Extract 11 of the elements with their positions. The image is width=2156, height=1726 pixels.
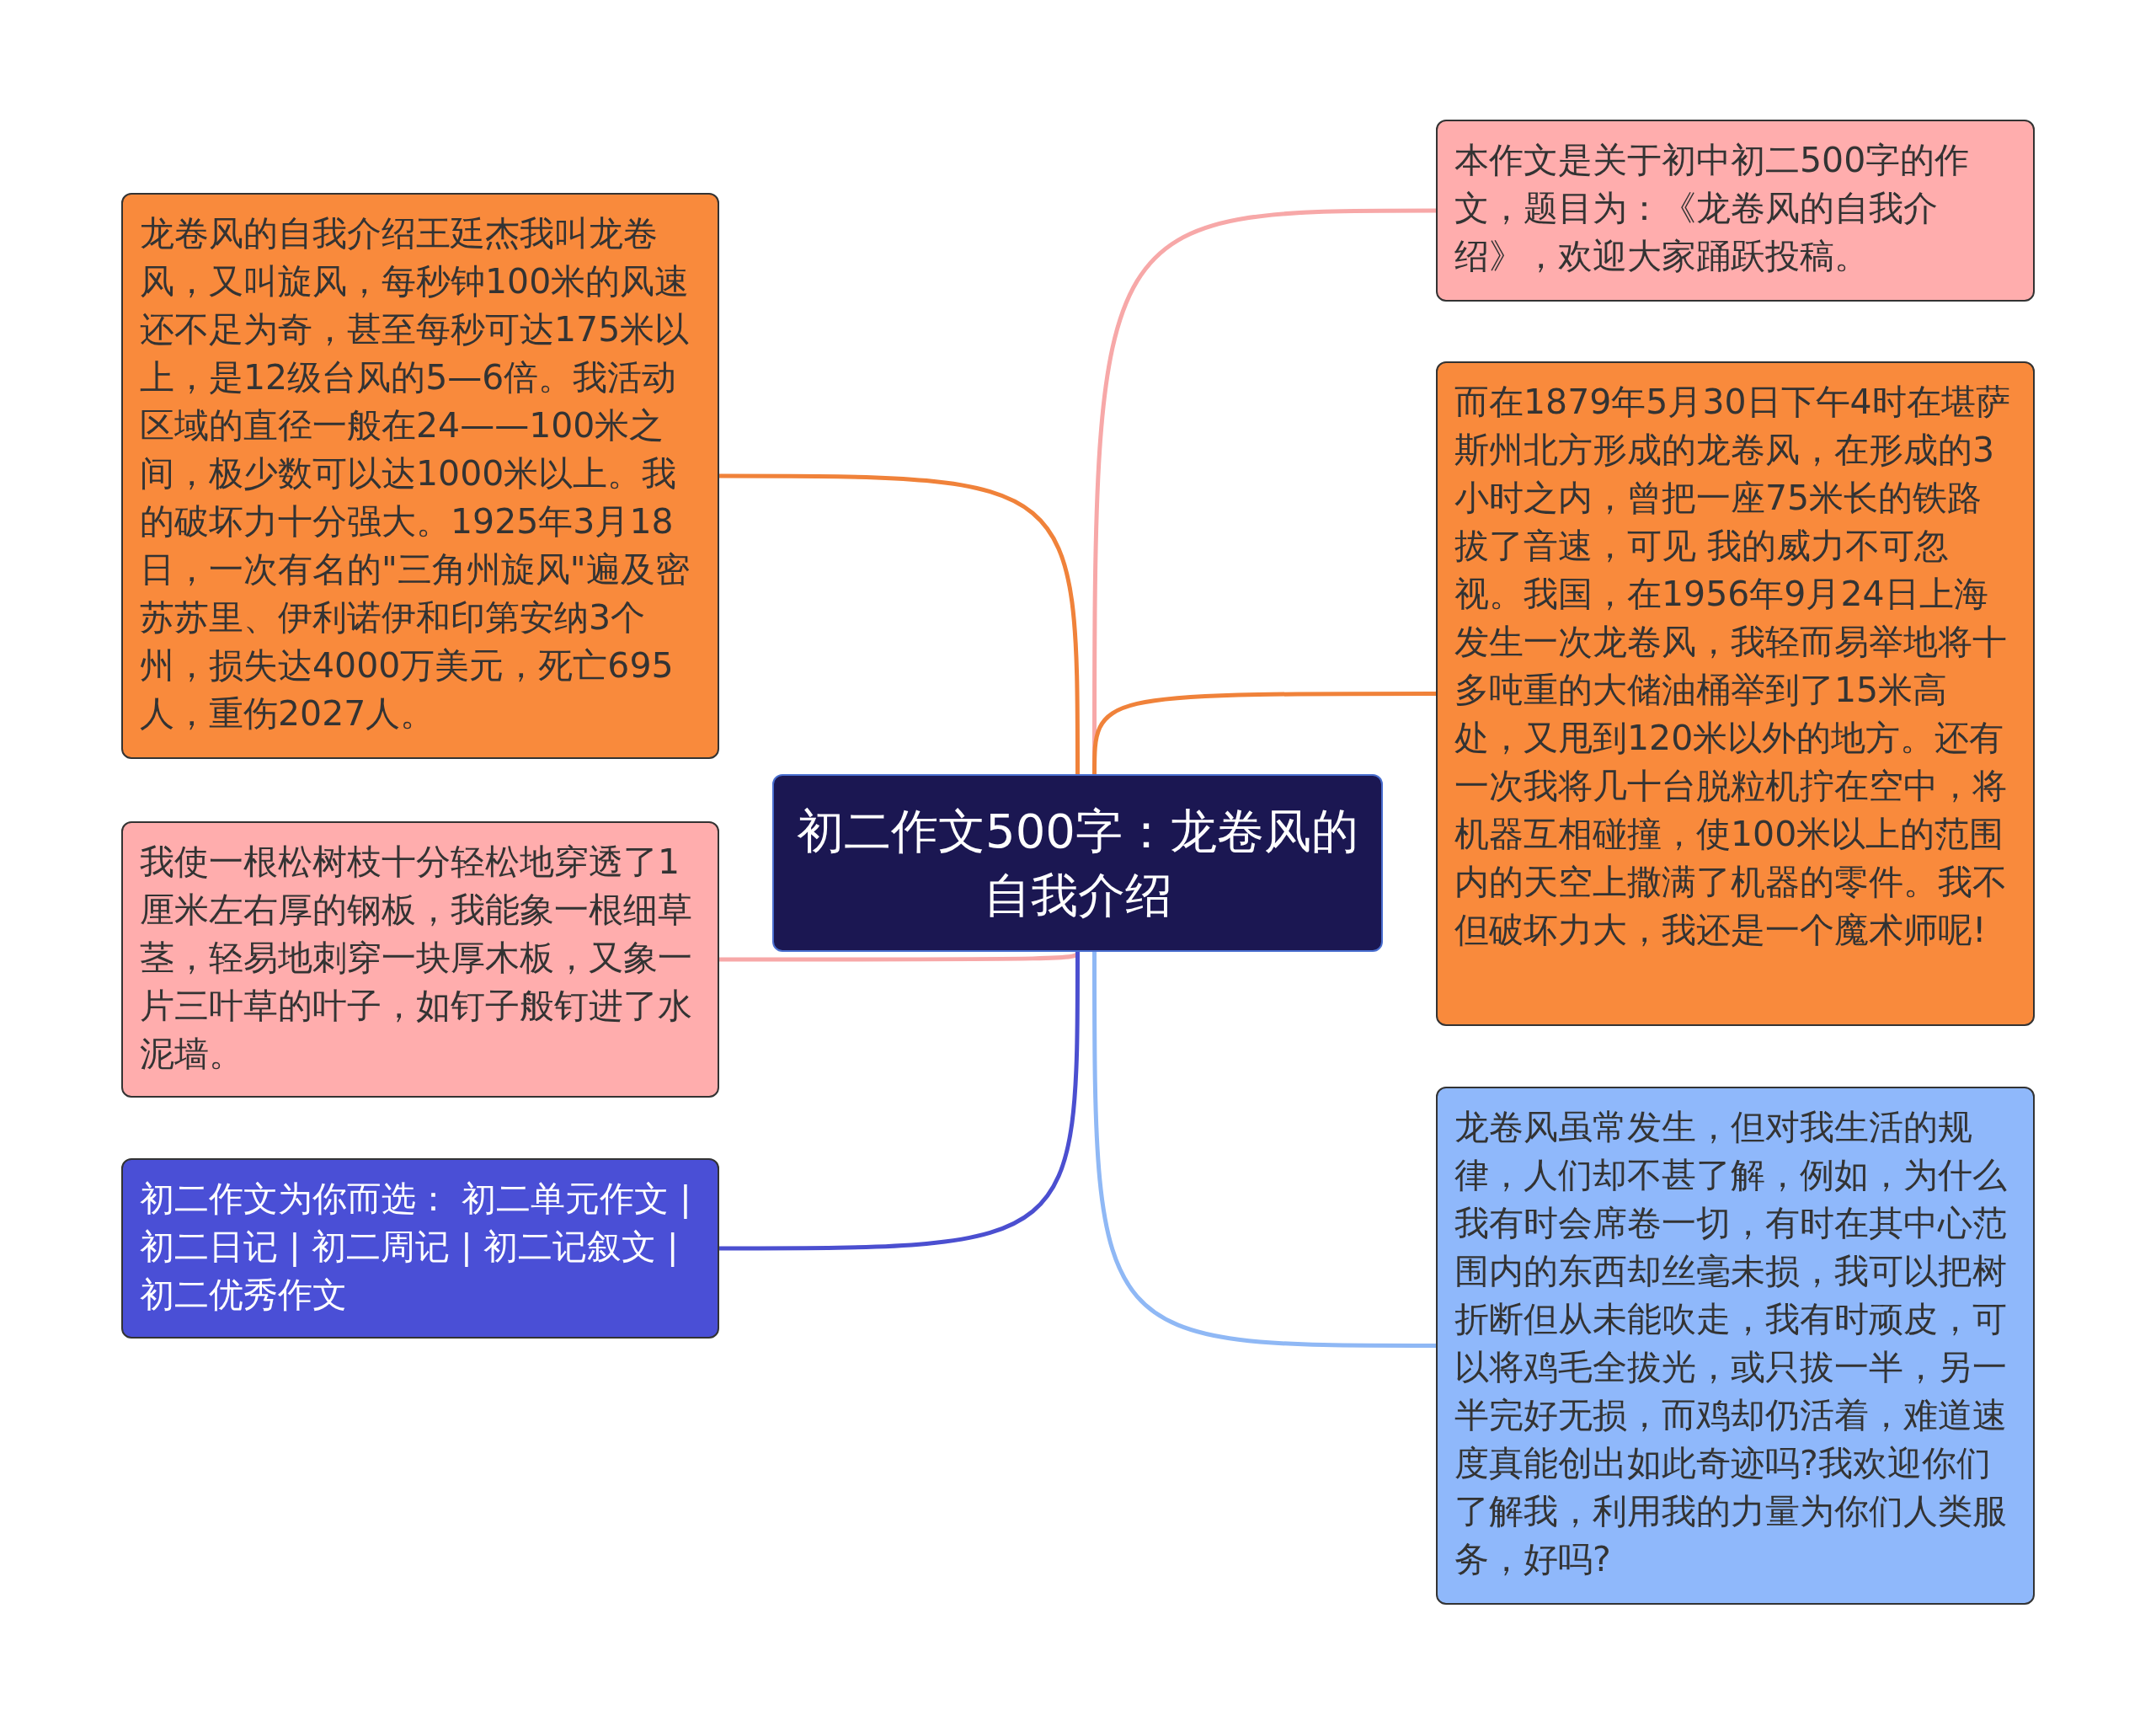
text-box: 龙卷风的自我介绍王廷杰我叫龙卷风，又叫旋风，每秒钟100米的风速还不足为奇，甚至每秒可达175米以上，是12级台风的5—6倍。我活动区域的直径一般在24——100米之间，极少数可以达1000米以上。我的破坏力十分强大。1925年3月18日，一次有名的"三角州旋风"遍及密苏苏里、伊利诺伊和印第安纳3个州，损失达4000万美元，死亡695人，重伤2027人。 (121, 193, 719, 759)
connector-curve (1092, 692, 1436, 775)
text-box: 本作文是关于初中初二500字的作文，题目为：《龙卷风的自我介绍》，欢迎大家踊跃投稿。 (1436, 120, 2035, 302)
text-box: 龙卷风虽常发生，但对我生活的规律，人们却不甚了解，例如，为什么我有时会席卷一切，有时在其中心范围内的东西却丝毫未损，我可以把树折断但从未能吹走，我有时顽皮，可以将鸡毛全拔光，或只拔一半，另一半完好无损，而鸡却仍活着，难道速度真能创出如此奇迹吗?我欢迎你们了解我，利用我的力量为你们人类服务，好吗? (1436, 1087, 2035, 1605)
text-box: 而在1879年5月30日下午4时在堪萨斯州北方形成的龙卷风，在形成的3小时之内，曾把一座75米长的铁路拔了音速，可见 我的威力不可忽视。我国，在1956年9月24日上海发生一次龙卷风，我轻而易举地将十多吨重的大储油桶举到了15米高处，又甩到120米以外的地方。还有一次我将几十台脱粒机拧在空中，将机器互相碰撞，使100米以上的范围内的天空上撒满了机器的零件。我不但破坏力大，我还是一个魔术师呢! (1436, 361, 2035, 1026)
connector-curve (719, 473, 1080, 774)
topic-box: 初二作文500字：龙卷风的自我介绍 (772, 774, 1383, 952)
connector-curve (719, 952, 1080, 1251)
text-box: 初二作文为你而选： 初二单元作文 | 初二日记 | 初二周记 | 初二记叙文 | 初二优秀作文 (121, 1158, 719, 1339)
connector-curve (1092, 952, 1436, 1348)
text-box: 我使一根松树枝十分轻松地穿透了1厘米左右厚的钢板，我能象一根细草茎，轻易地刺穿一块厚木板，又象一片三叶草的叶子，如钉子般钉进了水泥墙。 (121, 821, 719, 1098)
